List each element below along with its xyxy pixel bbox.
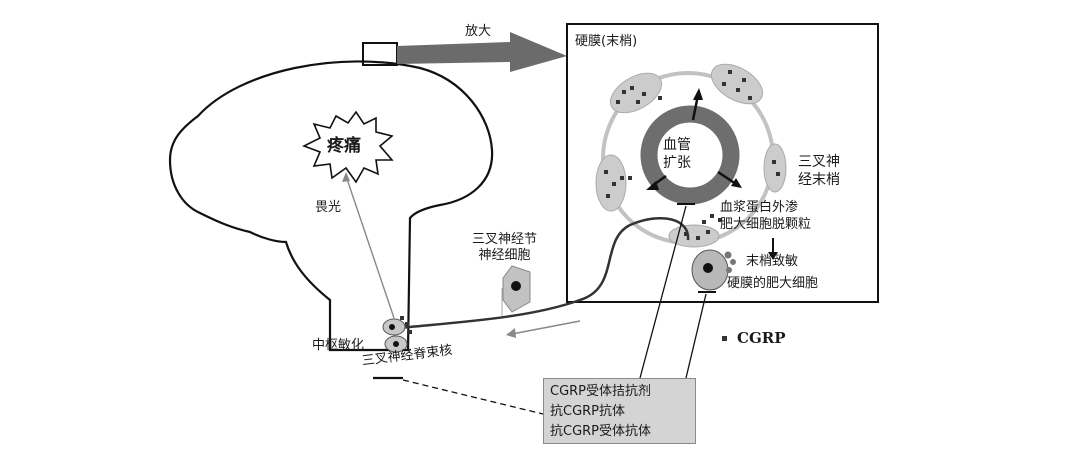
- drug-line-2: [685, 293, 707, 379]
- dura-title: 硬膜(末梢): [575, 34, 638, 49]
- nucleus-cell-2-core: [393, 341, 399, 347]
- vasodilation-label: 血管 扩张: [663, 137, 691, 172]
- mast-degranulation-label: 肥大细胞脱颗粒: [720, 217, 812, 232]
- dilation-arrow-right: [717, 170, 737, 186]
- signal-arrowhead: [506, 328, 516, 338]
- mast-granule: [730, 259, 736, 265]
- drug-item-2: 抗CGRP抗体: [550, 404, 626, 419]
- photophobia-label: 畏光: [315, 200, 342, 215]
- drug-item-1: CGRP受体拮抗剂: [550, 384, 652, 399]
- nucleus-cgrp-dot: [400, 316, 404, 320]
- nerve-ending-line1: 三叉神: [798, 154, 840, 170]
- drug-item-3: 抗CGRP受体抗体: [550, 424, 652, 439]
- nucleus-cell-1-core: [389, 324, 395, 330]
- degranulation-arrowhead: [768, 252, 778, 260]
- mast-granule: [724, 251, 732, 259]
- signal-arrow: [511, 320, 581, 335]
- plasma-extravasation-label: 血浆蛋白外渗: [720, 200, 799, 215]
- nucleus-cgrp-dot: [405, 322, 409, 326]
- nucleus-cgrp-dot: [408, 330, 412, 334]
- cgrp-legend-square: [722, 336, 727, 341]
- dilation-arrowhead-up: [693, 88, 703, 100]
- nerve-ending-label: 三叉神 经末梢: [798, 154, 840, 189]
- ganglion-label-line2: 神经细胞: [478, 248, 531, 264]
- ganglion-label-line1: 三叉神经节: [472, 232, 538, 247]
- photophobia-arrow: [345, 175, 395, 319]
- dural-mast-cell-label: 硬膜的肥大细胞: [727, 276, 819, 291]
- drug-line-1: [639, 205, 687, 379]
- mast-cell-nucleus: [703, 263, 713, 273]
- pain-starburst: [302, 110, 394, 184]
- dilation-arrowhead-left: [646, 181, 659, 190]
- nerve-ending-line2: 经末梢: [798, 171, 840, 188]
- nerve-ending-1: [609, 72, 663, 114]
- photophobia-arrowhead: [342, 172, 350, 182]
- vessel-ring: [640, 105, 740, 205]
- nerve-ending-4: [763, 143, 787, 193]
- peripheral-sensitization-label: 末梢致敏: [746, 254, 799, 269]
- pain-label: 疼痛: [327, 136, 361, 156]
- drug-box: CGRP受体拮抗剂 抗CGRP抗体 抗CGRP受体抗体: [543, 378, 696, 444]
- nerve-ending-3: [595, 154, 627, 212]
- mast-granule: [726, 267, 732, 273]
- magnify-label: 放大: [465, 24, 492, 39]
- brain-outline: [168, 60, 494, 352]
- vasodilation-line1: 血管: [663, 137, 691, 153]
- vasodilation-line2: 扩张: [663, 154, 691, 171]
- trigeminal-nerve: [398, 217, 690, 330]
- dilation-arrowhead-right: [731, 178, 742, 188]
- ganglion-nucleus: [511, 281, 521, 291]
- drug-line-dashed: [402, 379, 544, 415]
- nerve-ending-2: [710, 63, 764, 105]
- central-sensitization-label: 中枢敏化: [312, 338, 365, 353]
- cgrp-dots: [604, 70, 780, 240]
- cgrp-legend-label: CGRP: [737, 329, 786, 347]
- ganglion-label: 三叉神经节 神经细胞: [472, 232, 537, 265]
- magnify-arrow: [397, 32, 567, 72]
